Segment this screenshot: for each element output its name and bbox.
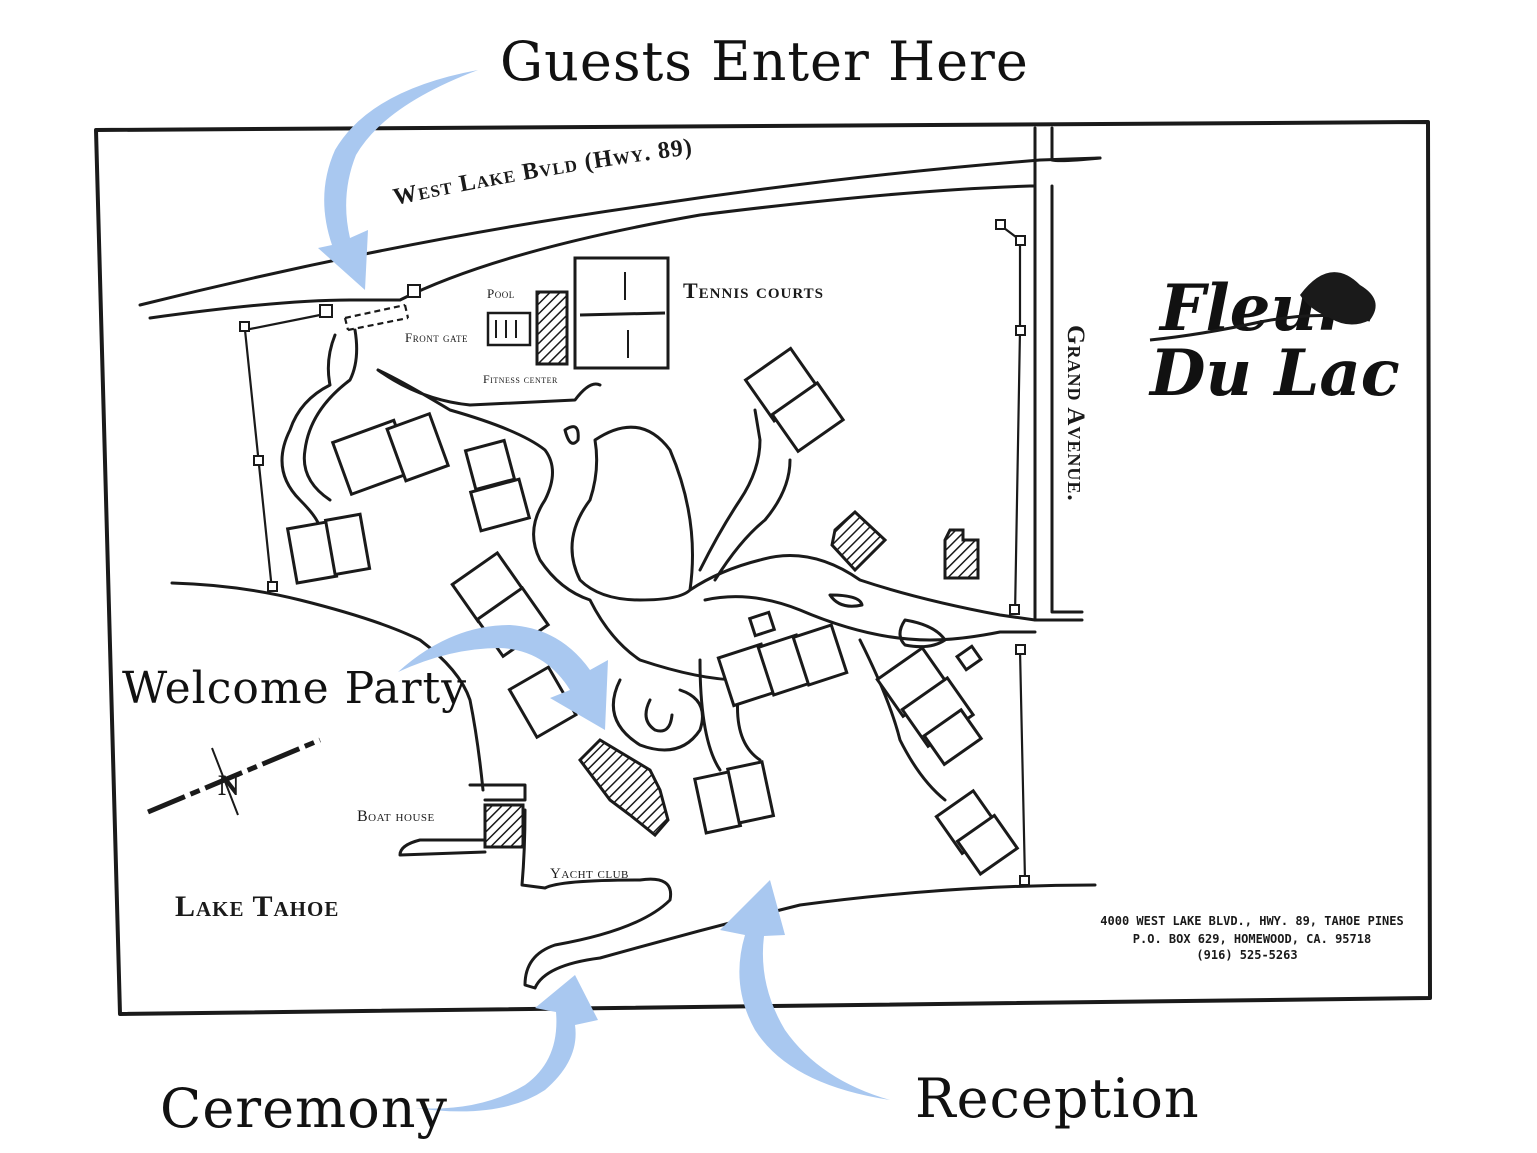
front-gate-label: Front gate <box>405 330 468 345</box>
cottage <box>743 346 846 454</box>
central-green-edge <box>570 425 694 602</box>
fence-post <box>267 581 278 592</box>
hatched-building <box>830 509 888 573</box>
address-line-1: 4000 WEST LAKE BLVD., HWY. 89, TAHOE PIN… <box>1100 914 1403 928</box>
pool <box>486 311 532 347</box>
cottage <box>934 788 1020 877</box>
west-lake-road-label: West Lake Bvld (Hwy. 89) <box>391 134 694 211</box>
grand-avenue-east-edge <box>1050 184 1084 614</box>
fence-post <box>1019 875 1030 886</box>
fence-post <box>1015 325 1026 336</box>
dock <box>398 783 527 857</box>
north-spur-road <box>698 408 792 582</box>
gate-post <box>407 284 421 298</box>
address-line-3: (916) 525-5263 <box>1196 948 1297 962</box>
boat-house-label: Boat house <box>357 808 435 825</box>
cottage <box>450 550 551 659</box>
tennis-courts-label: Tennis courts <box>683 278 824 303</box>
cottage <box>285 512 372 585</box>
ceremony-label: Ceremony <box>160 1077 448 1140</box>
cottage <box>507 665 578 740</box>
guests-enter-arrow <box>318 70 478 290</box>
fence-post <box>1015 644 1026 655</box>
grand-avenue-label: Grand Avenue. <box>1062 325 1089 502</box>
welcome-party-arrow <box>398 625 608 730</box>
address-line-2: P.O. BOX 629, HOMEWOOD, CA. 95718 <box>1133 932 1371 946</box>
south-road <box>611 678 704 752</box>
boat-house-building <box>483 803 525 849</box>
reception-arrow <box>720 880 890 1100</box>
pool-lanes <box>495 320 517 338</box>
west-lake-road-north-edge <box>138 156 1102 307</box>
fence-post <box>1015 235 1026 246</box>
guests-enter-label: Guests Enter Here <box>500 30 1029 93</box>
parking-loop <box>898 618 947 649</box>
north-road-stub <box>1033 126 1102 188</box>
yacht-club-building <box>578 738 670 838</box>
welcome-party-label: Welcome Party <box>122 663 467 714</box>
main-loop-road <box>376 368 742 682</box>
cottage <box>875 644 984 767</box>
map-frame <box>94 120 1432 1016</box>
cottage <box>463 438 532 533</box>
west-lake-road-south-edge <box>148 184 1037 320</box>
logo-line-2: Du Lac <box>1148 336 1400 411</box>
inner-island <box>563 425 864 608</box>
cottage <box>692 760 776 835</box>
fence-post <box>239 321 250 332</box>
gate-post <box>319 304 333 318</box>
flower-icon <box>1300 272 1376 325</box>
fitness-center-building <box>535 290 569 366</box>
fitness-center-label: Fitness center <box>483 372 558 386</box>
tennis-courts <box>573 256 670 370</box>
cottage <box>716 610 849 708</box>
west-loop-road <box>280 328 359 532</box>
fence-post <box>253 455 264 466</box>
fence-post <box>995 219 1006 230</box>
north-arrow-label: N <box>218 769 241 802</box>
cottage <box>330 411 451 497</box>
hatched-building <box>943 528 980 580</box>
east-road <box>688 554 1037 642</box>
north-arrow <box>147 737 321 816</box>
pool-label: Pool <box>487 286 515 301</box>
yacht-club-label: Yacht club <box>550 866 629 882</box>
shoreline <box>170 581 1097 990</box>
grand-avenue-west-edge <box>1033 184 1084 622</box>
reception-label: Reception <box>915 1067 1200 1130</box>
ceremony-arrow <box>415 975 598 1112</box>
fence-post <box>1009 604 1020 615</box>
east-fence <box>999 224 1027 881</box>
fleur-du-lac-logo: Fleur Du Lac <box>1148 271 1400 411</box>
lake-tahoe-label: Lake Tahoe <box>175 890 339 923</box>
front-gate-structure <box>343 303 410 332</box>
